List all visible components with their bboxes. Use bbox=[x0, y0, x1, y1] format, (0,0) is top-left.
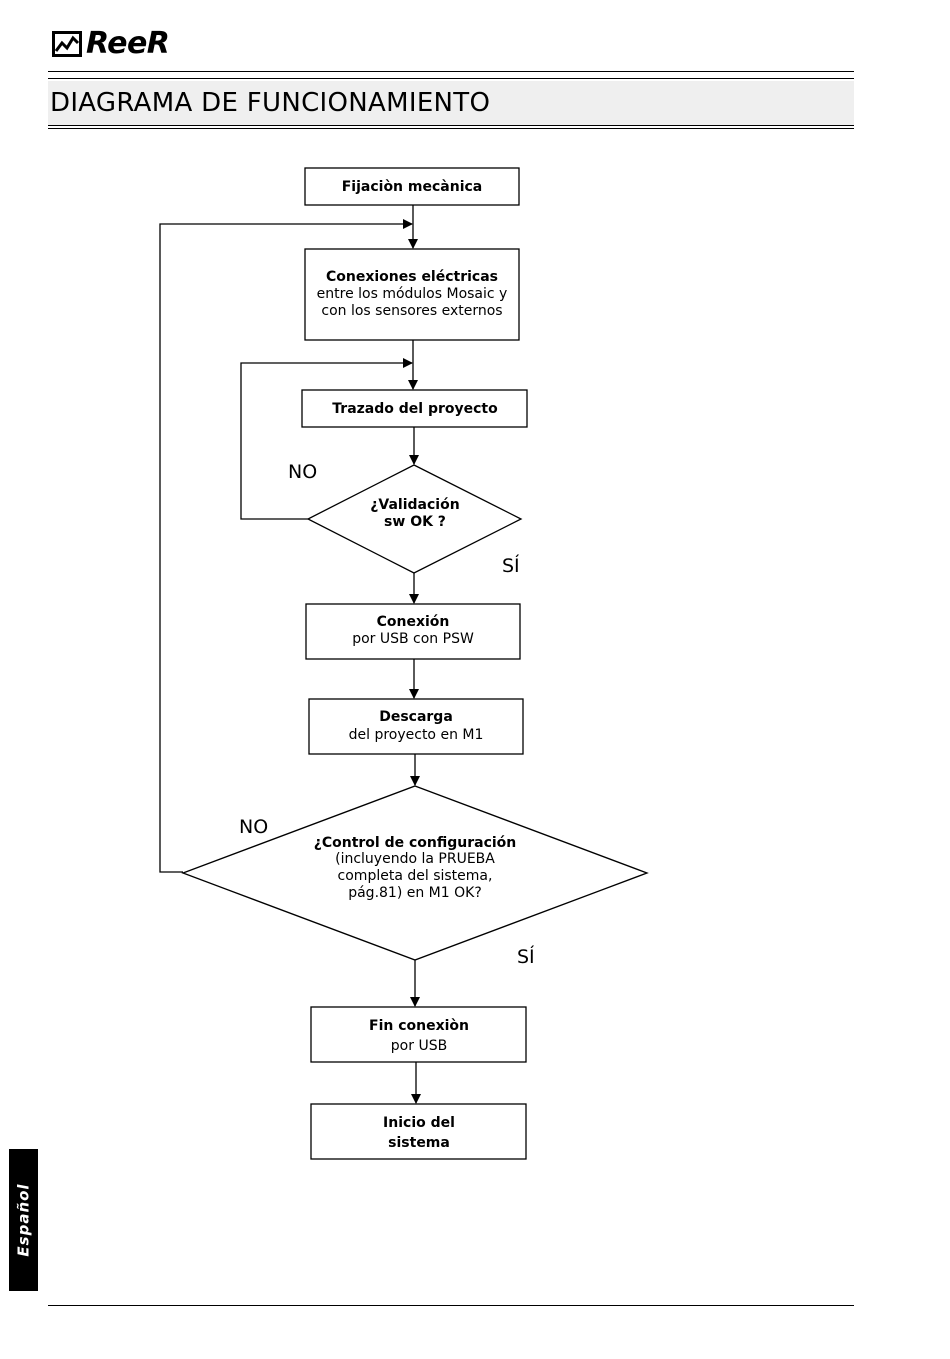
node-conexiones-box bbox=[304, 248, 520, 341]
node-descarga-line2: del proyecto en M1 bbox=[349, 727, 484, 743]
language-side-tab: Español bbox=[9, 1149, 38, 1291]
node-validacion-line2: sw OK ? bbox=[384, 514, 446, 530]
label-no-control: NO bbox=[239, 816, 268, 838]
node-descarga-title: Descarga bbox=[379, 709, 453, 725]
node-control-line2: (incluyendo la PRUEBA bbox=[335, 851, 495, 867]
brand-name: ReeR bbox=[86, 26, 170, 61]
header-rule bbox=[48, 71, 854, 72]
node-inicio-box bbox=[310, 1103, 527, 1160]
node-fin-conexion-line2: por USB bbox=[391, 1038, 447, 1054]
node-fin-conexion-title: Fin conexiòn bbox=[369, 1018, 469, 1034]
title-underline bbox=[48, 128, 854, 129]
node-fijacion-text: Fijaciòn mecànica bbox=[342, 179, 483, 195]
loop-control-no bbox=[159, 219, 413, 873]
label-no-validacion: NO bbox=[288, 461, 317, 483]
label-si-control: SÍ bbox=[517, 945, 535, 968]
node-conexion-usb-box bbox=[305, 603, 521, 660]
node-fin-conexion-box bbox=[310, 1006, 527, 1063]
node-conexiones-title: Conexiones eléctricas bbox=[326, 269, 498, 285]
node-control-title: ¿Control de configuración bbox=[314, 835, 517, 851]
node-validacion-line1: ¿Validación bbox=[370, 497, 459, 513]
node-control-line3: completa del sistema, bbox=[338, 868, 493, 884]
node-fijacion-box bbox=[304, 167, 520, 206]
reer-logo-icon bbox=[52, 31, 82, 57]
language-label: Español bbox=[14, 1183, 33, 1257]
node-conexiones-line3: con los sensores externos bbox=[321, 303, 502, 319]
node-descarga-box bbox=[308, 698, 524, 755]
loop-validacion-no bbox=[240, 358, 413, 520]
footer-rule bbox=[48, 1305, 854, 1306]
node-inicio-line2: sistema bbox=[388, 1135, 450, 1151]
node-conexiones-line2: entre los módulos Mosaic y bbox=[317, 286, 508, 302]
node-conexion-usb-title: Conexión bbox=[377, 614, 450, 630]
node-control-line4: pág.81) en M1 OK? bbox=[348, 885, 482, 901]
header-rule-thin bbox=[48, 78, 854, 79]
brand-logo: ReeR bbox=[52, 26, 170, 62]
node-trazado-text: Trazado del proyecto bbox=[332, 401, 498, 417]
node-trazado-box bbox=[301, 389, 528, 428]
section-title: DIAGRAMA DE FUNCIONAMIENTO bbox=[50, 88, 491, 118]
label-si-validacion: SÍ bbox=[502, 554, 520, 577]
node-inicio-line1: Inicio del bbox=[383, 1115, 455, 1131]
node-conexion-usb-line2: por USB con PSW bbox=[352, 631, 474, 647]
section-title-band: DIAGRAMA DE FUNCIONAMIENTO bbox=[48, 81, 854, 126]
